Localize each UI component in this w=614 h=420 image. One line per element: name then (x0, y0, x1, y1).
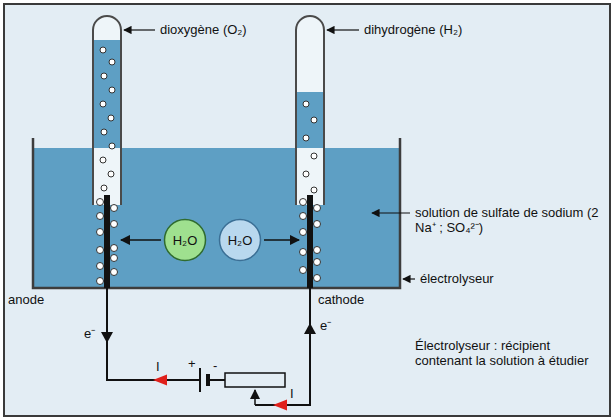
electrode-label: cathode (318, 292, 364, 307)
molecule-formula: H₂O (228, 233, 253, 248)
battery-minus-plate (206, 374, 210, 386)
gas-tube-gas (296, 16, 324, 205)
leader-arrow (372, 212, 410, 213)
solution-label: solution de sulfate de sodium (2 Na⁺ ; S… (415, 205, 603, 235)
solution-water (33, 148, 400, 288)
gas-label: dioxygène (O₂) (160, 22, 247, 37)
migration-arrow (264, 239, 299, 241)
current-arrow (153, 375, 167, 386)
leader-arrow (403, 278, 415, 279)
note-text: Électrolyseur : récipient contenant la s… (415, 338, 605, 368)
anode-electrode (104, 195, 110, 288)
test-tube (93, 16, 121, 205)
tube-water (296, 92, 324, 148)
circle-shape (220, 220, 261, 261)
wire (255, 288, 310, 405)
leader-arrow (327, 29, 359, 30)
migration-arrow (121, 239, 161, 241)
rheostat-slider (254, 390, 256, 405)
wire (210, 379, 225, 381)
electron-arrow (304, 323, 316, 334)
electron-label: e⁻ (320, 318, 331, 333)
bubbles (97, 47, 321, 285)
leader-arrow (124, 29, 155, 30)
battery-plus-plate (199, 368, 201, 392)
cathode-electrode (307, 195, 313, 288)
electron-arrow (101, 332, 113, 343)
vessel-label: électrolyseur (420, 271, 494, 286)
electrode-label: anode (8, 292, 44, 307)
test-tube (296, 16, 324, 205)
wire (107, 288, 200, 380)
circle-shape (165, 220, 206, 261)
current-label: I (290, 386, 294, 401)
molecule-formula: H₂O (173, 233, 198, 248)
rheostat-symbol (225, 373, 285, 387)
terminal-sign: - (213, 358, 217, 373)
tank-wall (33, 138, 400, 288)
frame (4, 4, 610, 416)
current-arrow (273, 400, 287, 411)
molecule-circle: H₂O (163, 218, 207, 262)
molecule-circle: H₂O (218, 218, 262, 262)
gas-tube-gas (93, 16, 121, 205)
tube-water (93, 40, 121, 148)
current-label: I (156, 359, 160, 374)
electron-label: e⁻ (84, 326, 95, 341)
gas-label: dihydrogène (H₂) (364, 22, 462, 37)
terminal-sign: + (188, 356, 196, 371)
